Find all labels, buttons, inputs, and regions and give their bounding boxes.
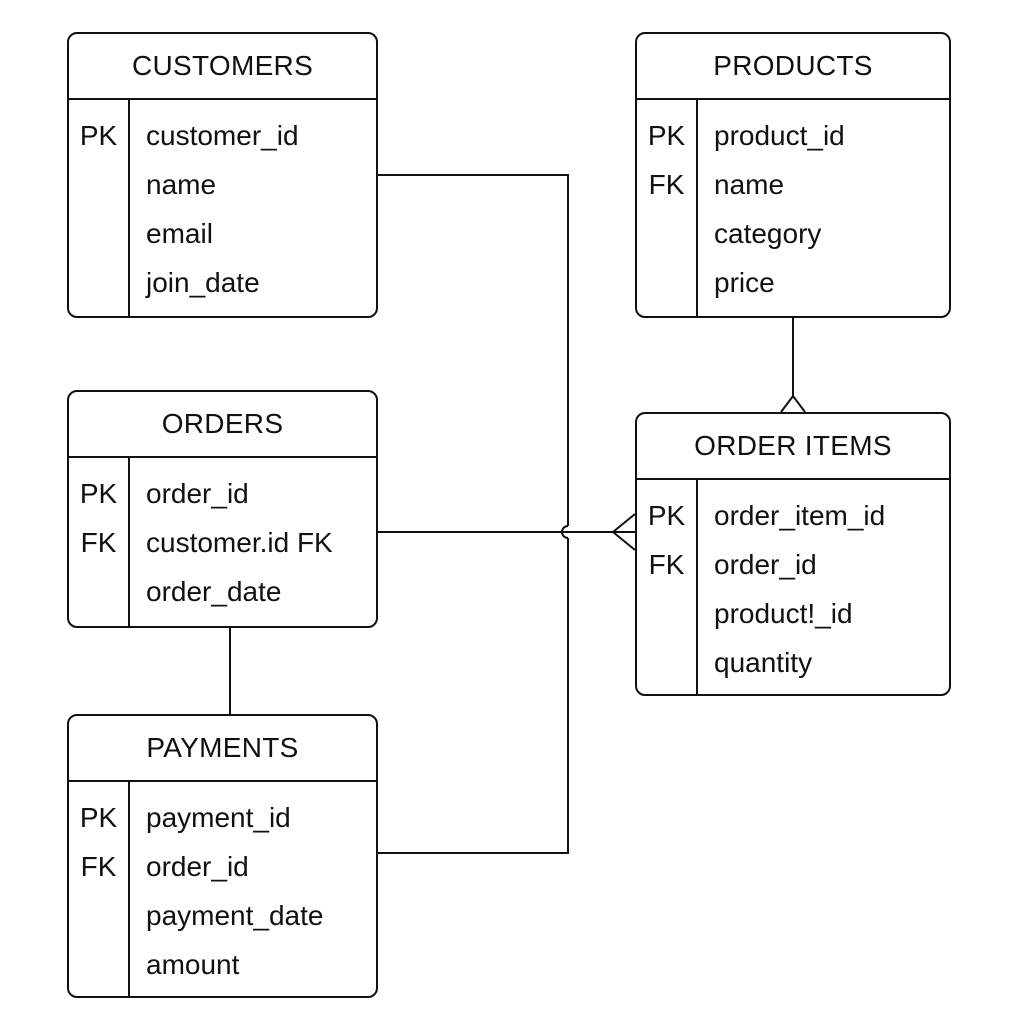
key-label bbox=[637, 263, 696, 312]
key-label: FK bbox=[80, 527, 117, 558]
key-label: PK bbox=[79, 120, 118, 151]
attribute-name: quantity bbox=[714, 647, 813, 678]
attribute-name: name bbox=[714, 169, 785, 200]
attribute-name: join_date bbox=[146, 267, 260, 298]
key-label: PK bbox=[647, 120, 686, 151]
attribute-column: order_id customer.id FK order_date bbox=[130, 458, 376, 626]
key-label: PK bbox=[647, 500, 686, 531]
key-column: PK FK bbox=[69, 458, 130, 626]
key-column: PK bbox=[69, 100, 130, 316]
attribute-name: price bbox=[714, 267, 775, 298]
key-label bbox=[69, 263, 128, 312]
key-label bbox=[637, 643, 696, 692]
entity-orders[interactable]: ORDERS PK FK order_id customer.id FK ord… bbox=[67, 390, 378, 628]
customers-relationship-line bbox=[378, 174, 569, 526]
payments-relationship-line bbox=[378, 538, 569, 854]
attribute-name: category bbox=[714, 218, 822, 249]
key-label: PK bbox=[79, 802, 118, 833]
crows-foot-products bbox=[780, 394, 806, 413]
entity-order-items[interactable]: ORDER ITEMS PK FK order_item_id order_id… bbox=[635, 412, 951, 696]
attribute-column: customer_id name email join_date bbox=[130, 100, 376, 316]
entity-title: PRODUCTS bbox=[637, 34, 949, 100]
entity-payments[interactable]: PAYMENTS PK FK payment_id order_id payme… bbox=[67, 714, 378, 998]
key-label bbox=[69, 214, 128, 263]
attribute-name: order_id bbox=[146, 851, 249, 882]
key-column: PK FK bbox=[637, 100, 698, 316]
attribute-name: amount bbox=[146, 949, 240, 980]
attribute-name: order_id bbox=[714, 549, 817, 580]
entity-title: PAYMENTS bbox=[69, 716, 376, 782]
entity-products[interactable]: PRODUCTS PK FK product_id name category … bbox=[635, 32, 951, 318]
attribute-column: order_item_id order_id product!_id quant… bbox=[698, 480, 949, 694]
attribute-column: product_id name category price bbox=[698, 100, 949, 316]
entity-title: CUSTOMERS bbox=[69, 34, 376, 100]
line-hop bbox=[561, 525, 569, 539]
attribute-name: payment_id bbox=[146, 802, 291, 833]
key-label bbox=[69, 945, 128, 994]
crows-foot-order-items bbox=[611, 513, 636, 551]
key-label: FK bbox=[648, 169, 685, 200]
attribute-column: payment_id order_id payment_date amount bbox=[130, 782, 376, 996]
key-label: PK bbox=[79, 478, 118, 509]
attribute-name: order_id bbox=[146, 478, 249, 509]
key-label bbox=[69, 572, 128, 621]
key-label bbox=[69, 165, 128, 214]
key-label bbox=[637, 594, 696, 643]
key-label: FK bbox=[80, 851, 117, 882]
attribute-name: payment_date bbox=[146, 900, 324, 931]
attribute-name: name bbox=[146, 169, 217, 200]
key-label bbox=[637, 214, 696, 263]
attribute-name: email bbox=[146, 218, 213, 249]
attribute-name: product_id bbox=[714, 120, 845, 151]
attribute-name: product!_id bbox=[714, 598, 853, 629]
entity-customers[interactable]: CUSTOMERS PK customer_id name email join… bbox=[67, 32, 378, 318]
attribute-name: order_item_id bbox=[714, 500, 886, 531]
entity-title: ORDERS bbox=[69, 392, 376, 458]
attribute-name: customer_id bbox=[146, 120, 299, 151]
key-column: PK FK bbox=[637, 480, 698, 694]
key-label bbox=[69, 896, 128, 945]
key-label: FK bbox=[648, 549, 685, 580]
key-column: PK FK bbox=[69, 782, 130, 996]
attribute-name: customer.id FK bbox=[146, 527, 333, 558]
attribute-name: order_date bbox=[146, 576, 282, 607]
entity-title: ORDER ITEMS bbox=[637, 414, 949, 480]
